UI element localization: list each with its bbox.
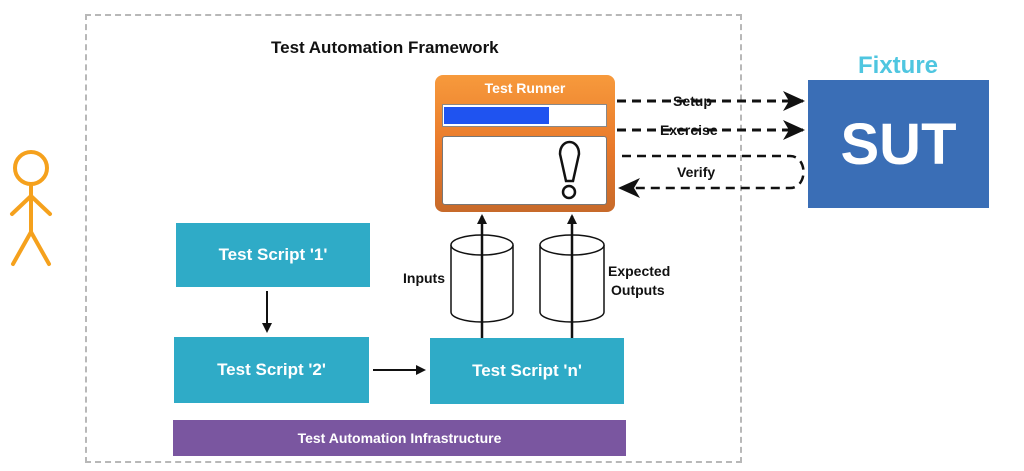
expected-label: Expected	[608, 263, 671, 279]
verify-arrow	[618, 154, 805, 198]
outputs-label: Outputs	[611, 282, 665, 298]
fixture-label: Fixture	[857, 52, 938, 79]
warning-icon	[558, 140, 581, 200]
exercise-label: Exercise	[660, 122, 718, 138]
test-runner-title: Test Runner	[484, 80, 566, 96]
actor-icon	[10, 150, 52, 266]
sut-box: SUT	[808, 80, 989, 208]
test-script-2-box: Test Script '2'	[174, 337, 369, 403]
verify-label: Verify	[677, 164, 716, 180]
runner-output-panel	[442, 136, 607, 205]
framework-title: Test Automation Framework	[271, 38, 499, 57]
runner-progress-bar	[442, 104, 607, 127]
infrastructure-bar: Test Automation Infrastructure	[173, 420, 626, 456]
runner-progress-fill	[444, 107, 549, 124]
test-script-1-box: Test Script '1'	[176, 223, 370, 287]
inputs-label: Inputs	[403, 270, 445, 286]
test-script-n-box: Test Script 'n'	[430, 338, 624, 404]
framework-boundary	[85, 14, 742, 463]
